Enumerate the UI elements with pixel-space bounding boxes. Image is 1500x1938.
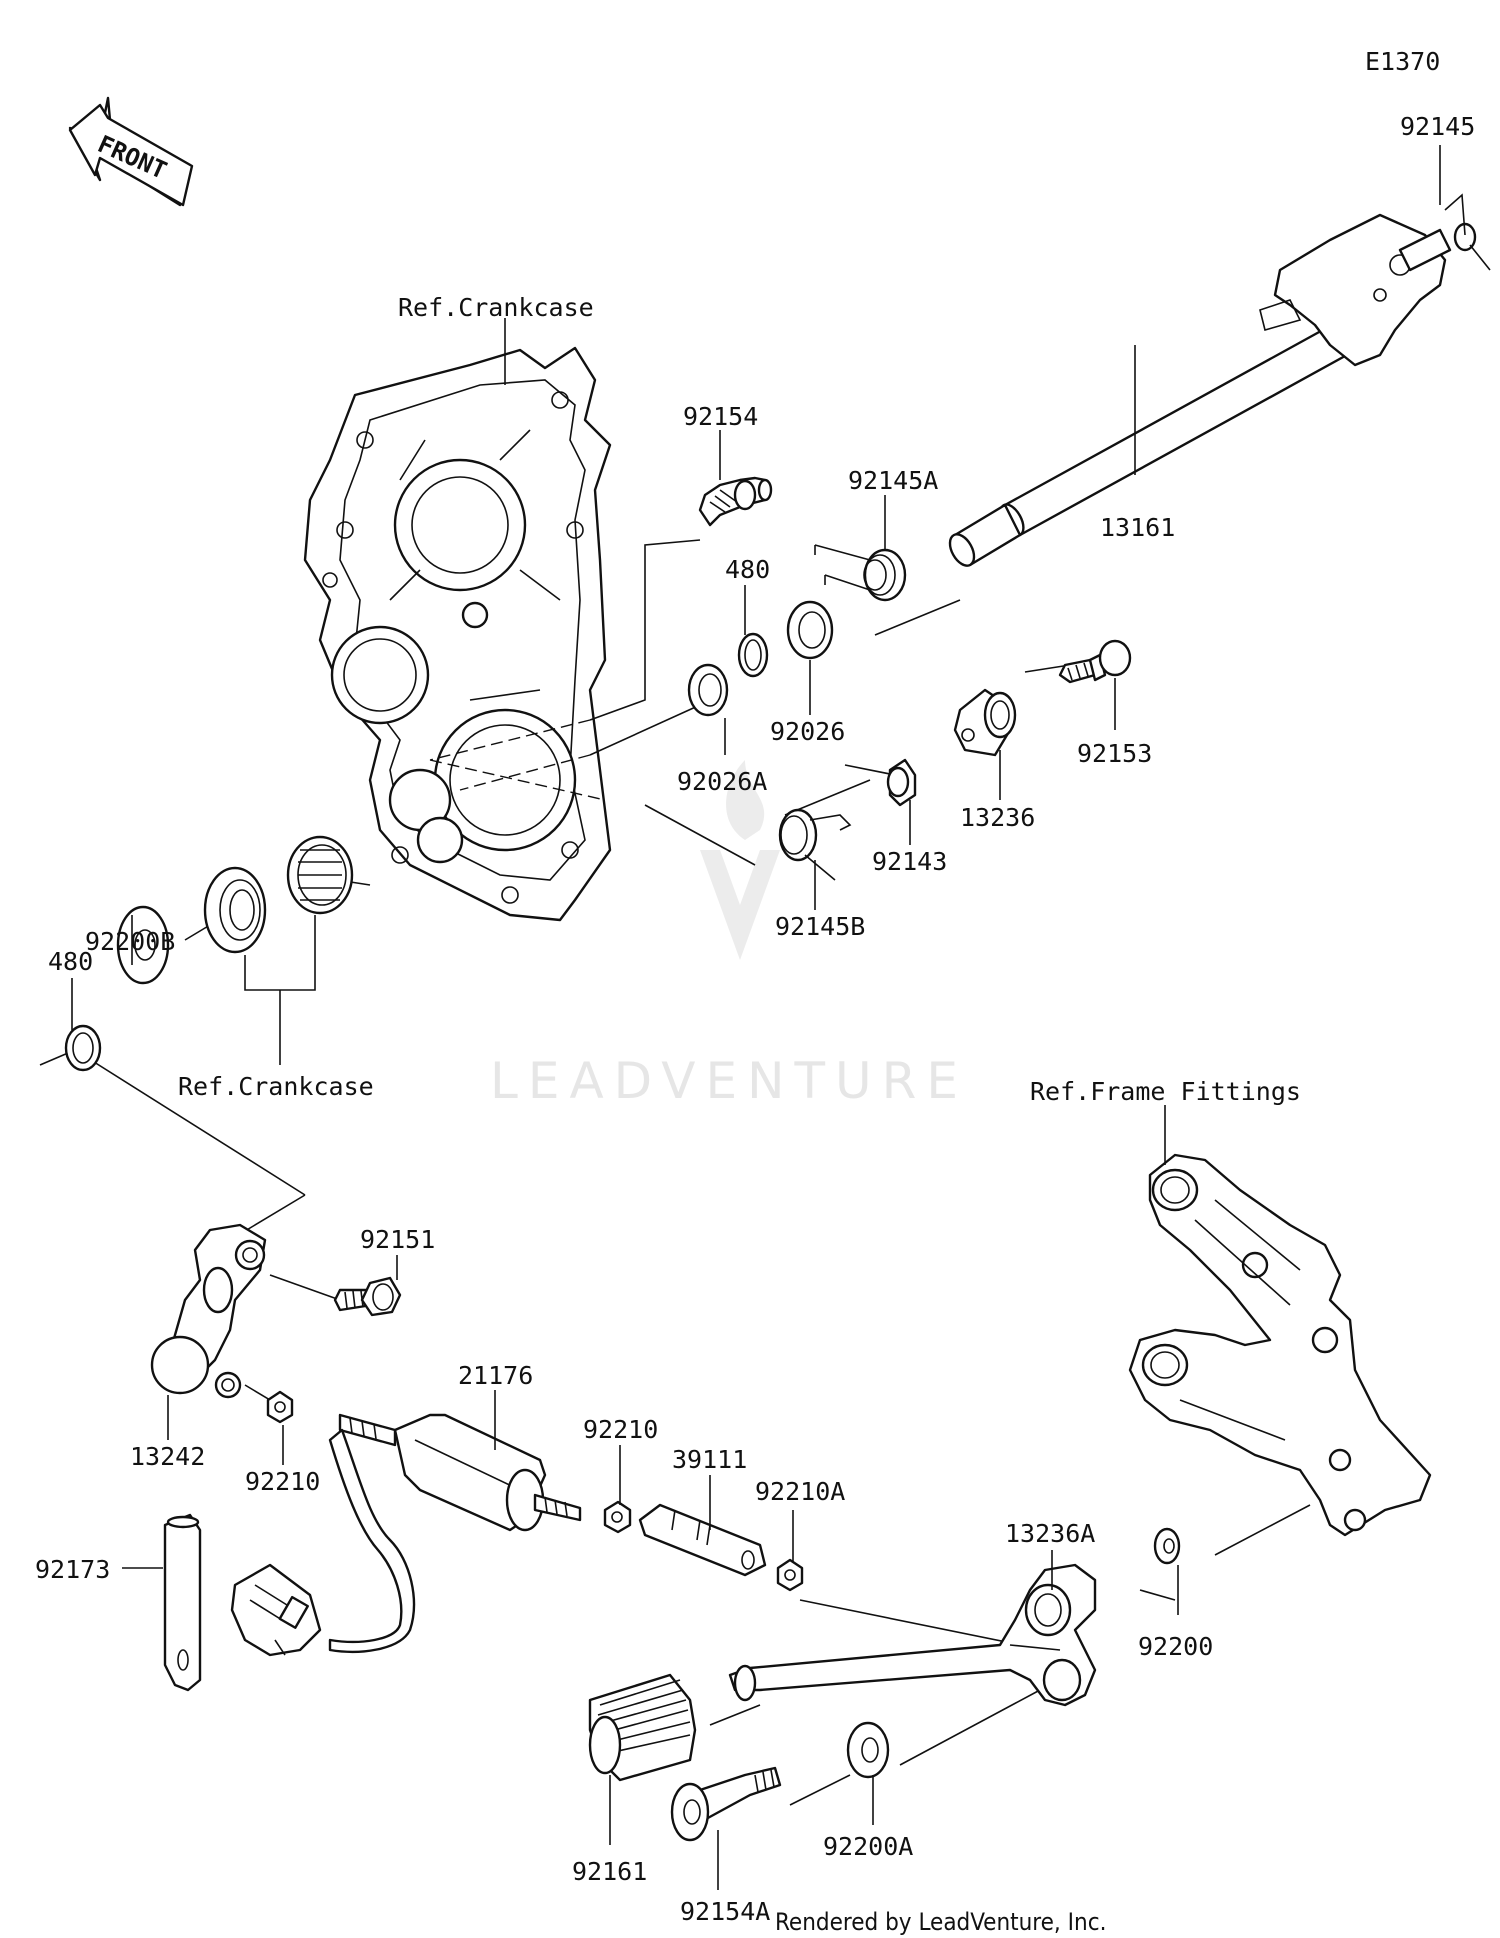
- nut-92210: [603, 1500, 632, 1534]
- label-13242: 13242: [130, 1442, 205, 1471]
- label-92210-left: 92210: [245, 1467, 320, 1496]
- label-92161: 92161: [572, 1857, 647, 1886]
- label-92145B: 92145B: [775, 912, 865, 941]
- frame-fitting-bracket: [1128, 1153, 1432, 1537]
- lever-13236: [953, 688, 1017, 757]
- bolt-92154: [698, 476, 773, 527]
- front-arrow-icon: FRONT: [68, 96, 194, 207]
- label-ref-crankcase-bottom: Ref.Crankcase: [178, 1072, 374, 1101]
- spring-92145B: [778, 808, 852, 881]
- label-13161: 13161: [1100, 513, 1175, 542]
- label-ref-frame-fittings: Ref.Frame Fittings: [1030, 1077, 1301, 1106]
- circlip-480-left: [64, 1024, 102, 1072]
- label-92173: 92173: [35, 1555, 110, 1584]
- sensor-21176: [230, 1413, 582, 1657]
- clip-92145: [1444, 193, 1491, 271]
- credit-text: Rendered by LeadVenture, Inc.: [775, 1908, 1106, 1936]
- label-480-top: 480: [725, 555, 770, 584]
- collar-92143: [886, 758, 917, 807]
- spring-92145A: [814, 544, 907, 602]
- label-92200: 92200: [1138, 1632, 1213, 1661]
- label-ref-crankcase-top: Ref.Crankcase: [398, 293, 594, 322]
- washer-92026A: [687, 663, 729, 717]
- shift-pedal-13236A: [728, 1563, 1097, 1707]
- label-13236: 13236: [960, 803, 1035, 832]
- crankcase-cover: [303, 346, 612, 922]
- nut-92210-left: [266, 1390, 294, 1424]
- label-92200A: 92200A: [823, 1832, 913, 1861]
- bolt-92154A: [670, 1766, 782, 1842]
- label-92154: 92154: [683, 402, 758, 431]
- label-92151: 92151: [360, 1225, 435, 1254]
- label-39111: 39111: [672, 1445, 747, 1474]
- circlip-480-top: [737, 632, 769, 678]
- washer-92026: [786, 600, 834, 660]
- diagram-code: E1370: [1365, 47, 1440, 76]
- oil-seal: [203, 866, 267, 954]
- bolt-92153: [1058, 639, 1132, 684]
- washer-92200: [1153, 1527, 1181, 1565]
- lever-13242: [150, 1223, 267, 1399]
- label-92154A: 92154A: [680, 1897, 770, 1926]
- assembly-lines: [39, 539, 1311, 1806]
- washer-92200A: [846, 1721, 890, 1779]
- bolt-92151: [333, 1276, 402, 1317]
- label-13236A: 13236A: [1005, 1519, 1095, 1548]
- label-92145A: 92145A: [848, 466, 938, 495]
- label-92026A: 92026A: [677, 767, 767, 796]
- label-480-left: 480: [48, 947, 93, 976]
- leadventure-watermark: LEADVENTURE: [490, 760, 968, 1110]
- label-92210: 92210: [583, 1415, 658, 1444]
- label-92153: 92153: [1077, 739, 1152, 768]
- rubber-92161: [588, 1673, 697, 1782]
- nut-92210A: [776, 1558, 804, 1592]
- label-92200B: 92200B: [85, 927, 175, 956]
- label-92145: 92145: [1400, 112, 1475, 141]
- label-92143: 92143: [872, 847, 947, 876]
- label-21176: 21176: [458, 1361, 533, 1390]
- label-92026: 92026: [770, 717, 845, 746]
- watermark-text: LEADVENTURE: [490, 1052, 968, 1110]
- washer-92200B: [116, 905, 170, 985]
- rod-39111: [638, 1503, 767, 1577]
- needle-bearing: [286, 835, 354, 915]
- shift-shaft-13161: [948, 213, 1452, 567]
- label-92210A: 92210A: [755, 1477, 845, 1506]
- clamp-92173: [163, 1513, 202, 1692]
